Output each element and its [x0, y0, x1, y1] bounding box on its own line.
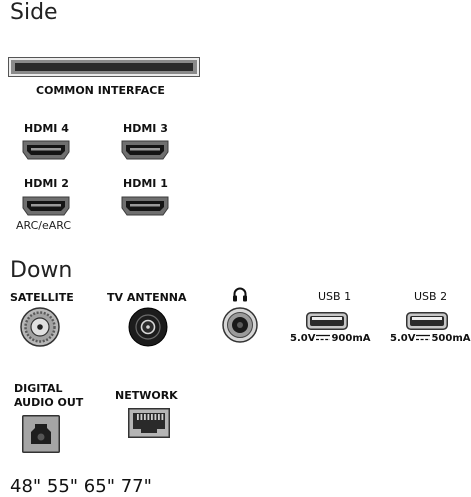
usb1-label: USB 1	[318, 290, 352, 303]
hdmi4-label: HDMI 4	[24, 122, 69, 135]
hdmi2-label: HDMI 2	[24, 177, 69, 190]
hdmi4-port	[22, 140, 70, 160]
hdmi-port-icon	[22, 140, 70, 160]
hdmi-port-icon	[22, 196, 70, 216]
usb1-power-rating: 5.0V 900mA	[290, 333, 371, 344]
usb2-current: 500mA	[431, 333, 471, 344]
hdmi1-port	[121, 196, 169, 216]
digital-audio-line2: AUDIO OUT	[14, 396, 84, 409]
digital-audio-out-label: DIGITAL AUDIO OUT	[14, 382, 83, 410]
headphones-icon	[233, 287, 247, 302]
network-label: NETWORK	[115, 389, 178, 402]
dc-symbol-icon	[416, 334, 431, 341]
screen-sizes: 48" 55" 65" 77"	[10, 476, 152, 497]
hdmi-port-icon	[121, 196, 169, 216]
dc-symbol-icon	[316, 334, 331, 341]
hdmi1-label: HDMI 1	[123, 177, 168, 190]
usb2-label: USB 2	[414, 290, 448, 303]
side-section-title: Side	[10, 0, 58, 25]
hdmi3-label: HDMI 3	[123, 122, 168, 135]
satellite-label: SATELLITE	[10, 291, 74, 304]
tv-antenna-label: TV ANTENNA	[107, 291, 187, 304]
usb2-voltage: 5.0V	[390, 333, 416, 344]
ethernet-port-icon	[128, 408, 170, 438]
usb1-current: 900mA	[331, 333, 371, 344]
hdmi2-port	[22, 196, 70, 216]
usb-port-icon	[406, 312, 448, 330]
down-section-title: Down	[10, 258, 73, 283]
usb2-power-rating: 5.0V 500mA	[390, 333, 471, 344]
hdmi3-port	[121, 140, 169, 160]
ci-label: COMMON INTERFACE	[36, 84, 165, 97]
usb-port-icon	[306, 312, 348, 330]
f-connector-icon	[20, 307, 60, 347]
ci-slot-icon	[8, 57, 200, 77]
usb1-voltage: 5.0V	[290, 333, 316, 344]
hdmi-port-icon	[121, 140, 169, 160]
hdmi2-arc-label: ARC/eARC	[16, 219, 72, 232]
headphone-jack-icon	[222, 307, 258, 343]
coax-connector-icon	[128, 307, 168, 347]
digital-audio-line1: DIGITAL	[14, 382, 63, 395]
optical-port-icon	[22, 415, 60, 453]
